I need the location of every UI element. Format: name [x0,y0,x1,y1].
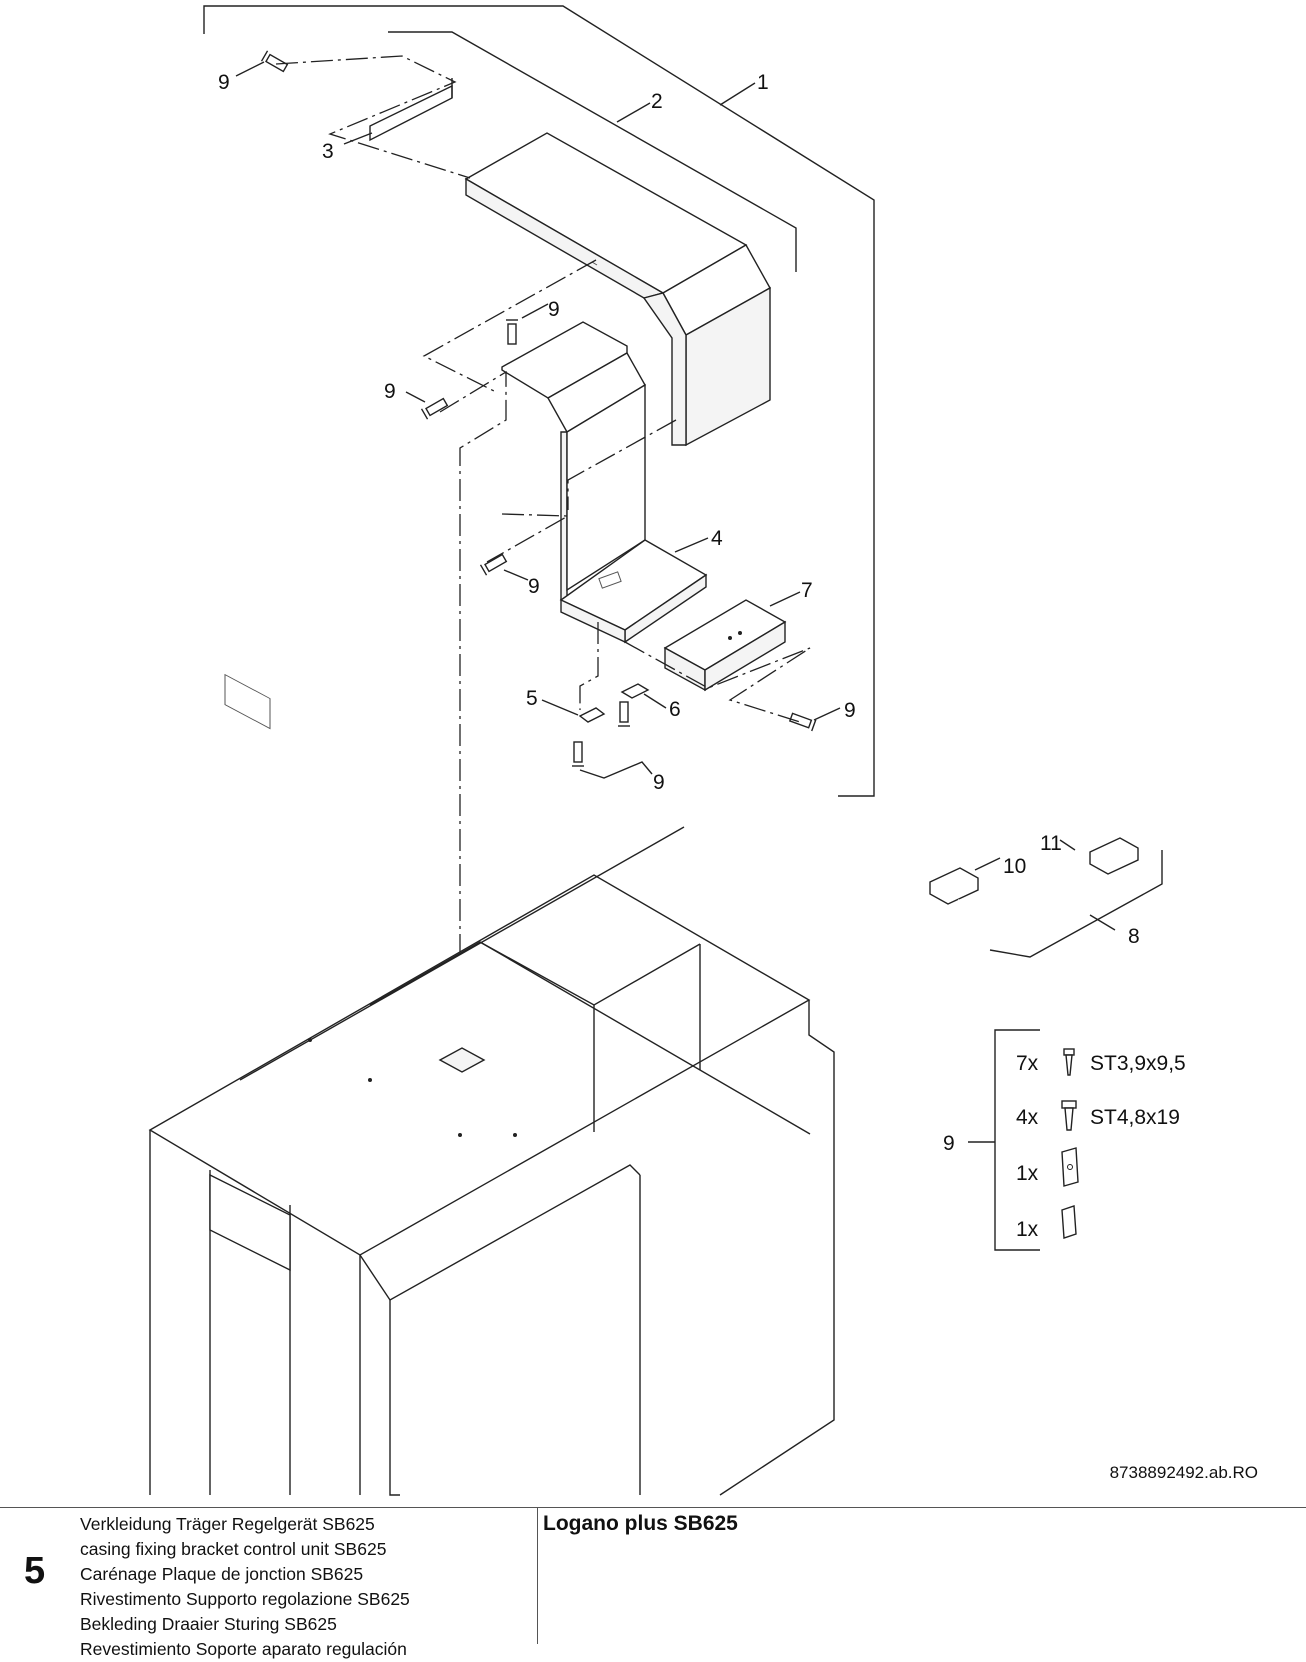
document-number: 8738892492.ab.RO [1109,1463,1258,1482]
title-it: Rivestimento Supporto regolazione SB625 [80,1589,410,1609]
product-name: Logano plus SB625 [543,1512,738,1535]
assembly-bracket-1 [203,5,875,797]
mounting-block [663,591,801,692]
exploded-parts-drawing: 1 2 3 4 5 6 7 8 9 9 9 9 9 9 10 11 9 7x S… [148,5,1186,1496]
callout-9-top: 9 [218,71,230,94]
section-number: 5 [24,1550,46,1592]
footer-divider [537,1508,538,1644]
callout-labels: 1 2 3 4 5 6 7 8 9 9 9 9 9 9 10 11 9 [218,71,1140,1155]
clip-parts [541,683,667,723]
callout-5: 5 [526,687,538,710]
title-es: Revestimiento Soporte aparato regulación [80,1639,407,1659]
title-list: Verkleidung Träger Regelgerät SB625 casi… [80,1512,410,1662]
title-de: Verkleidung Träger Regelgerät SB625 [80,1514,375,1534]
fixing-bracket [501,321,709,644]
kit-screw-2-icon [1061,1100,1077,1131]
kit-item-3-qty: 1x [1016,1162,1039,1185]
assembly-bracket-2 [388,31,797,272]
callout-9-block: 9 [844,699,856,722]
callout-8: 8 [1128,925,1140,948]
kit-item-2-spec: ST4,8x19 [1090,1106,1180,1129]
callout-7: 7 [801,579,813,602]
callout-9-bracket-top: 9 [548,298,560,321]
title-en: casing fixing bracket control unit SB625 [80,1539,387,1559]
title-nl: Bekleding Draaier Sturing SB625 [80,1614,337,1634]
kit-clip-icon [1061,1147,1079,1187]
callout-9-bracket-left: 9 [384,380,396,403]
kit-items: 7x ST3,9x9,5 4x ST4,8x19 1x 1x [1016,1052,1186,1241]
kit-item-1-qty: 7x [1016,1052,1039,1075]
callout-9-clips: 9 [653,771,665,794]
screw-icons [260,50,817,767]
cable-assembly [929,837,1163,958]
leader-lines [235,61,841,779]
callout-1: 1 [757,71,769,94]
callout-6: 6 [669,698,681,721]
footer: 5 Verkleidung Träger Regelgerät SB625 ca… [0,1507,1306,1659]
upper-casing-hood [464,132,771,447]
kit-clamp-icon [1061,1205,1077,1239]
callout-9-bracket-lower: 9 [528,575,540,598]
callout-4: 4 [711,527,723,550]
kit-screw-1-icon [1063,1048,1075,1076]
callout-2: 2 [651,90,663,113]
kit-item-4-qty: 1x [1016,1218,1039,1241]
center-lines [275,55,811,1125]
kit-label: 9 [943,1132,955,1155]
callout-10: 10 [1003,855,1026,878]
kit-item-2-qty: 4x [1016,1106,1039,1129]
kit-item-1-spec: ST3,9x9,5 [1090,1052,1186,1075]
boiler-body [148,673,835,1496]
title-fr: Carénage Plaque de jonction SB625 [80,1564,364,1584]
callout-3: 3 [322,140,334,163]
kit-box [968,1029,1079,1251]
callout-11: 11 [1040,832,1062,855]
cover-strip-part [343,78,453,145]
